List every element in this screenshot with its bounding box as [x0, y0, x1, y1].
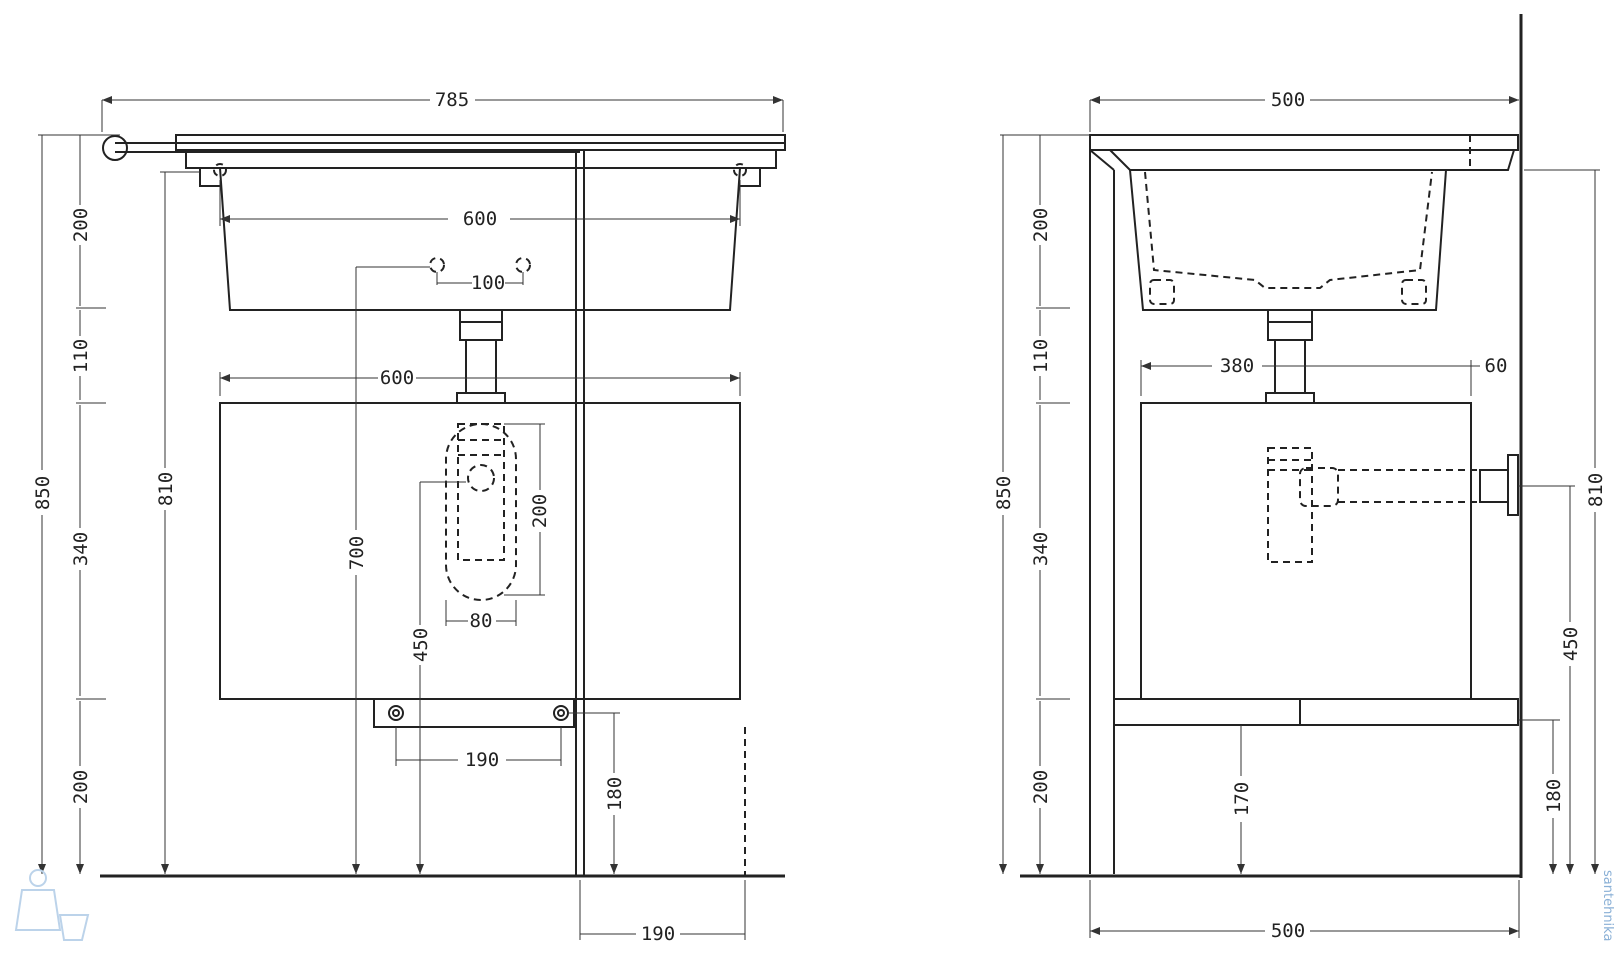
side-view: 500 380 60 500 850 200 110 340 200: [993, 14, 1607, 942]
dim-side-depth-top: 500: [1271, 89, 1305, 111]
dim-side-seg-top: 200: [1030, 208, 1052, 242]
dim-width-total: 785: [435, 89, 469, 111]
front-view: 785 600 100 600 200 80 450: [32, 89, 786, 945]
towel-rail-end: [102, 135, 128, 161]
dim-valve-spacing: 190: [465, 749, 499, 771]
dim-seg-cabinet: 340: [70, 532, 92, 566]
valve-right: [553, 705, 569, 721]
bracket-right: [738, 168, 761, 187]
dim-leg-offset: 190: [641, 923, 675, 945]
wall-flange: [1507, 454, 1519, 516]
faucet-hole-left: [429, 257, 445, 273]
dim-side-height-total: 850: [993, 476, 1015, 510]
drain-flange: [459, 309, 503, 341]
mount-screw-left: [213, 163, 227, 177]
dim-side-valve-height: 180: [1543, 779, 1565, 813]
dim-seg-bottom: 200: [70, 770, 92, 804]
dim-side-cabinet-depth: 380: [1220, 355, 1254, 377]
dim-side-height-right: 810: [1585, 473, 1607, 507]
side-drain-flange: [1267, 309, 1313, 341]
side-sink-bowl: [1129, 169, 1447, 311]
dim-side-seg-bottom: 200: [1030, 770, 1052, 804]
dim-cabinet-width: 600: [380, 367, 414, 389]
wall-outlet-pipe: [1479, 469, 1509, 503]
watermark-text: santehnika: [1600, 870, 1615, 941]
dim-trap-width: 80: [470, 610, 493, 632]
watermark-logo: [14, 869, 90, 941]
dim-side-seg-gap: 110: [1030, 339, 1052, 373]
dim-shelf-height: 170: [1231, 782, 1253, 816]
dim-valve-height: 180: [604, 777, 626, 811]
dim-outlet-height: 450: [410, 628, 432, 662]
side-countertop: [1089, 134, 1519, 151]
siphon-hidden: [445, 423, 517, 601]
dim-bowl-width: 600: [463, 208, 497, 230]
side-siphon-hidden: [1267, 447, 1480, 563]
dim-height-total: 850: [32, 476, 54, 510]
dim-seg-top: 200: [70, 208, 92, 242]
dim-trap-height: 200: [529, 494, 551, 528]
bowl-inner-hidden: [1144, 171, 1433, 305]
cabinet: [219, 402, 741, 700]
side-shelf: [1113, 698, 1519, 726]
dim-seg-gap: 110: [70, 339, 92, 373]
dim-side-depth-bottom: 500: [1271, 920, 1305, 942]
dim-side-seg-cabinet: 340: [1030, 532, 1052, 566]
dim-wall-gap: 60: [1485, 355, 1508, 377]
dim-faucet-spacing: 100: [471, 272, 505, 294]
countertop: [175, 134, 786, 151]
dim-waste-height: 700: [346, 536, 368, 570]
valve-left: [388, 705, 404, 721]
dim-height-rim: 810: [155, 472, 177, 506]
faucet-hole-right: [515, 257, 531, 273]
bracket-left: [199, 168, 222, 187]
dim-side-outlet-height: 450: [1560, 627, 1582, 661]
mount-screw-right: [733, 163, 747, 177]
